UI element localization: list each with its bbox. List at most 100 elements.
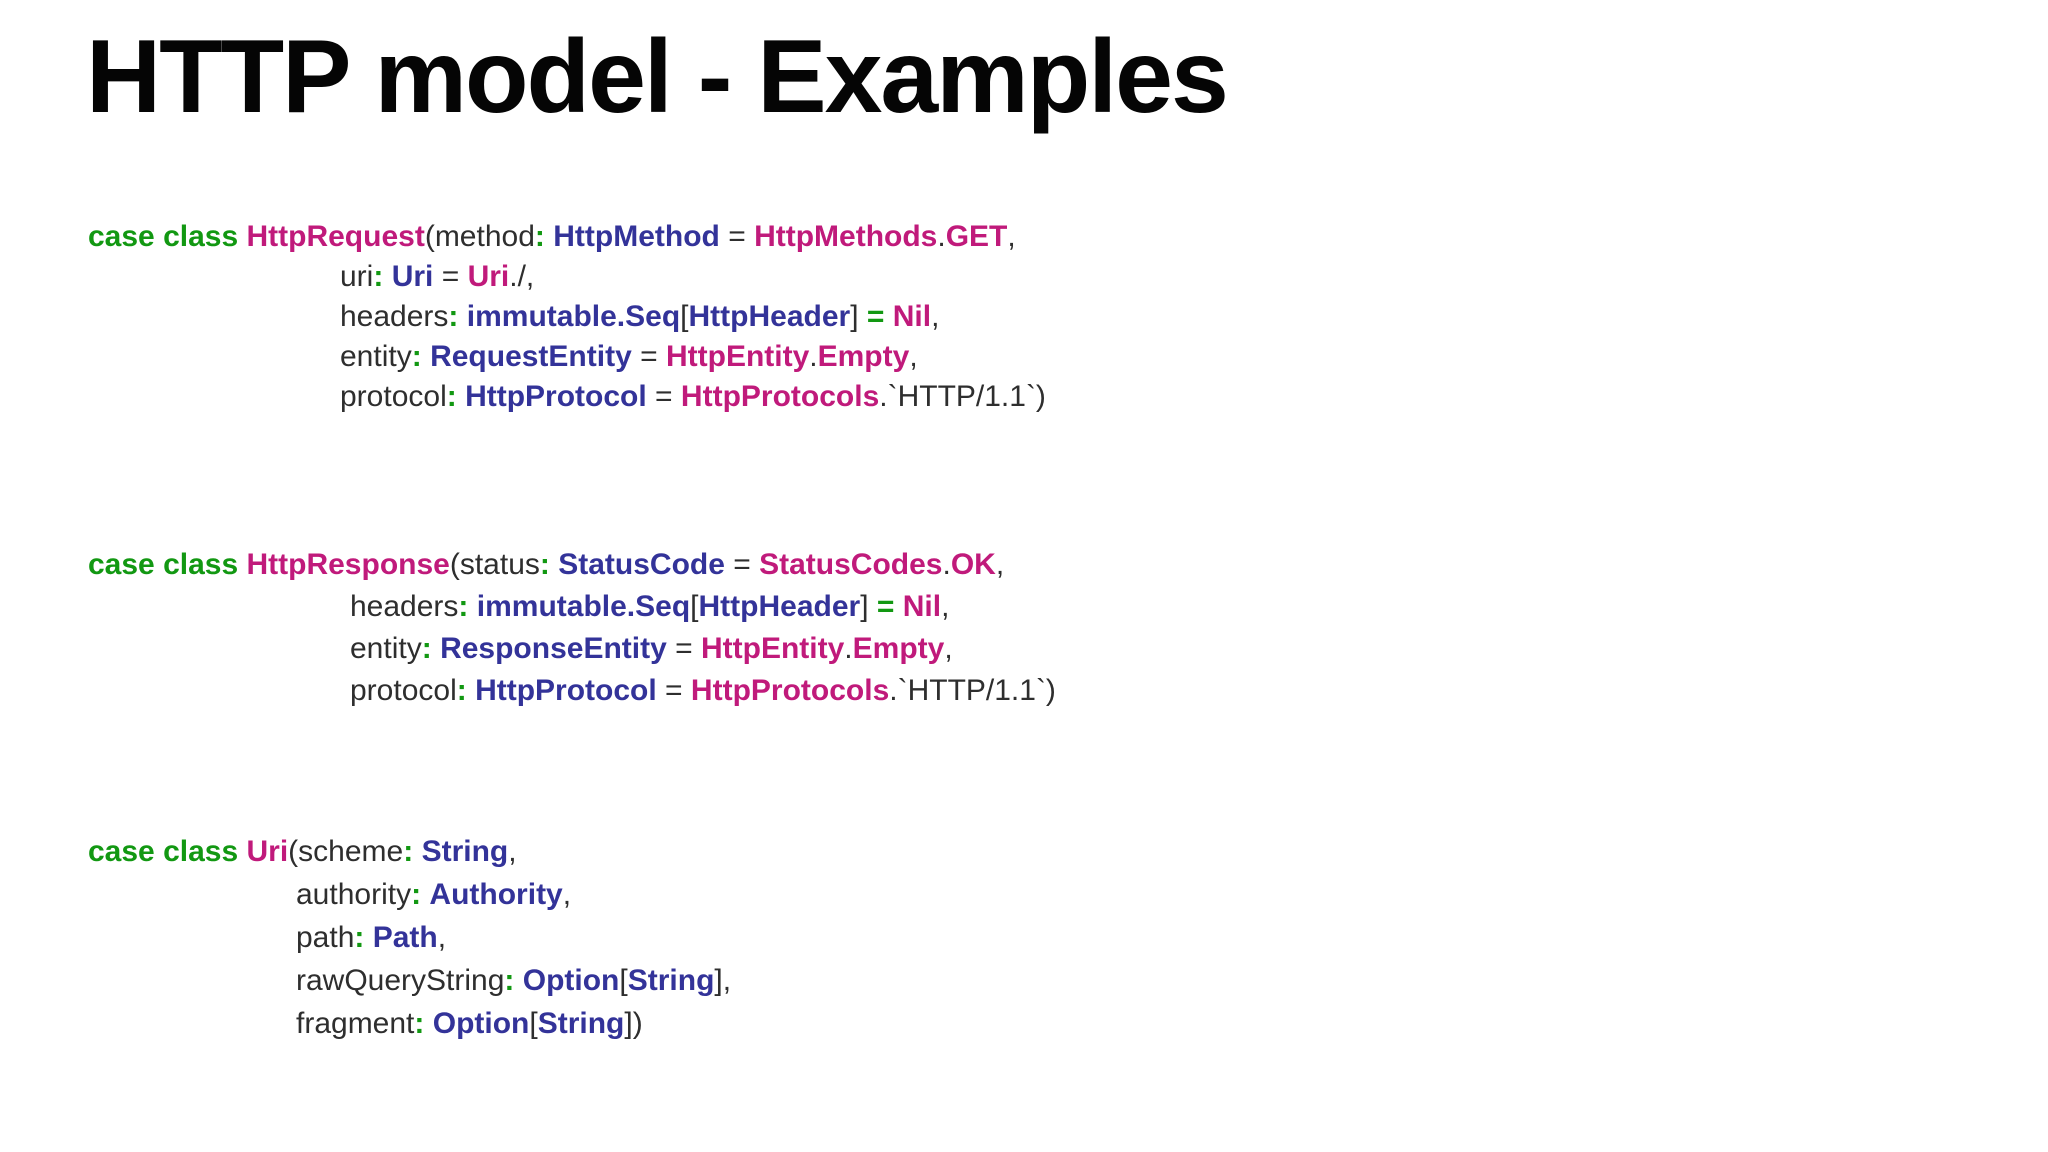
code-token bbox=[514, 964, 522, 997]
code-token: : bbox=[534, 220, 545, 253]
code-line: entity: ResponseEntity = HttpEntity.Empt… bbox=[88, 628, 1056, 670]
code-token: case class bbox=[88, 835, 247, 868]
code-block-httprequest: case class HttpRequest(method: HttpMetho… bbox=[88, 217, 1046, 417]
code-token: (method bbox=[424, 220, 535, 253]
code-token: Nil bbox=[902, 590, 942, 623]
code-token: : bbox=[411, 340, 422, 373]
code-token: = bbox=[876, 590, 895, 623]
code-token: : bbox=[456, 674, 467, 707]
code-token bbox=[884, 300, 892, 333]
code-token: : bbox=[539, 548, 550, 581]
code-token: headers bbox=[350, 590, 459, 623]
code-token: HttpProtocol bbox=[475, 674, 657, 707]
code-token: HttpProtocols bbox=[680, 380, 880, 413]
code-line: protocol: HttpProtocol = HttpProtocols.`… bbox=[88, 377, 1046, 417]
code-token: RequestEntity bbox=[430, 340, 632, 373]
code-line: headers: immutable.Seq[HttpHeader] = Nil… bbox=[88, 297, 1046, 337]
code-token: : bbox=[414, 1007, 425, 1040]
code-token: , bbox=[909, 340, 918, 373]
code-token: entity bbox=[350, 632, 422, 665]
code-token: : bbox=[458, 590, 469, 623]
code-token: = bbox=[719, 220, 755, 253]
code-token bbox=[468, 590, 476, 623]
code-token: = bbox=[666, 632, 701, 665]
code-token bbox=[457, 380, 465, 413]
code-token: ./, bbox=[509, 260, 535, 293]
code-token: fragment bbox=[296, 1007, 415, 1040]
code-token: Option bbox=[432, 1007, 530, 1040]
code-token: protocol bbox=[340, 380, 447, 413]
code-token: : bbox=[421, 632, 432, 665]
code-token: Authority bbox=[429, 878, 563, 911]
code-token: HttpMethods bbox=[754, 220, 938, 253]
code-token: (status bbox=[449, 548, 540, 581]
code-token: Empty bbox=[852, 632, 945, 665]
code-token: Nil bbox=[892, 300, 932, 333]
code-line: path: Path, bbox=[88, 916, 731, 959]
code-token: ] bbox=[850, 300, 867, 333]
code-token: StatusCodes bbox=[759, 548, 943, 581]
code-token: Path bbox=[372, 921, 438, 954]
code-token: HttpRequest bbox=[246, 220, 425, 253]
code-token: String bbox=[421, 835, 509, 868]
code-line: case class HttpRequest(method: HttpMetho… bbox=[88, 217, 1046, 257]
code-token: : bbox=[403, 835, 414, 868]
code-token: immutable.Seq bbox=[466, 300, 681, 333]
code-token: String bbox=[627, 964, 715, 997]
code-token: : bbox=[354, 921, 365, 954]
code-line: headers: immutable.Seq[HttpHeader] = Nil… bbox=[88, 586, 1056, 628]
code-token bbox=[383, 260, 391, 293]
code-token: , bbox=[931, 300, 940, 333]
code-token: OK bbox=[950, 548, 996, 581]
code-token: . bbox=[942, 548, 951, 581]
code-token: Empty bbox=[817, 340, 910, 373]
code-token: immutable.Seq bbox=[476, 590, 691, 623]
code-token: Uri bbox=[246, 835, 289, 868]
code-token bbox=[413, 835, 421, 868]
code-token: HttpProtocols bbox=[690, 674, 890, 707]
slide-title: HTTP model - Examples bbox=[86, 19, 1229, 135]
code-token: [ bbox=[690, 590, 699, 623]
code-token bbox=[364, 921, 372, 954]
code-token: , bbox=[562, 878, 572, 911]
code-token: : bbox=[448, 300, 459, 333]
code-block-uri: case class Uri(scheme: String,authority:… bbox=[88, 830, 731, 1045]
code-line: fragment: Option[String]) bbox=[88, 1002, 731, 1045]
code-token: , bbox=[1007, 220, 1016, 253]
code-token: . bbox=[844, 632, 853, 665]
code-token: ResponseEntity bbox=[440, 632, 667, 665]
code-token: HttpProtocol bbox=[465, 380, 647, 413]
code-token bbox=[432, 632, 440, 665]
code-token: protocol bbox=[350, 674, 457, 707]
code-line: case class Uri(scheme: String, bbox=[88, 830, 731, 873]
code-token bbox=[550, 548, 558, 581]
code-token: headers bbox=[340, 300, 449, 333]
code-token: . bbox=[937, 220, 946, 253]
code-token: (scheme bbox=[288, 835, 404, 868]
code-token: GET bbox=[945, 220, 1008, 253]
code-token: : bbox=[446, 380, 457, 413]
code-line: entity: RequestEntity = HttpEntity.Empty… bbox=[88, 337, 1046, 377]
code-token: path bbox=[296, 921, 355, 954]
code-token: ]) bbox=[624, 1007, 643, 1040]
code-token: case class bbox=[88, 548, 247, 581]
code-token: Uri bbox=[467, 260, 510, 293]
code-token: HttpHeader bbox=[698, 590, 861, 623]
code-token: : bbox=[504, 964, 515, 997]
code-token: , bbox=[508, 835, 517, 868]
code-line: case class HttpResponse(status: StatusCo… bbox=[88, 544, 1056, 586]
code-token bbox=[545, 220, 553, 253]
code-token bbox=[424, 1007, 432, 1040]
code-line: protocol: HttpProtocol = HttpProtocols.`… bbox=[88, 670, 1056, 712]
code-token bbox=[467, 674, 475, 707]
code-token: .`HTTP/1.1`) bbox=[889, 674, 1056, 707]
code-token: = bbox=[433, 260, 468, 293]
code-token bbox=[458, 300, 466, 333]
code-token bbox=[422, 340, 430, 373]
code-token: HttpEntity bbox=[700, 632, 845, 665]
code-token: ] bbox=[860, 590, 877, 623]
code-token: Option bbox=[522, 964, 620, 997]
code-token: = bbox=[646, 380, 681, 413]
code-token: Uri bbox=[391, 260, 434, 293]
code-token: case class bbox=[88, 220, 247, 253]
